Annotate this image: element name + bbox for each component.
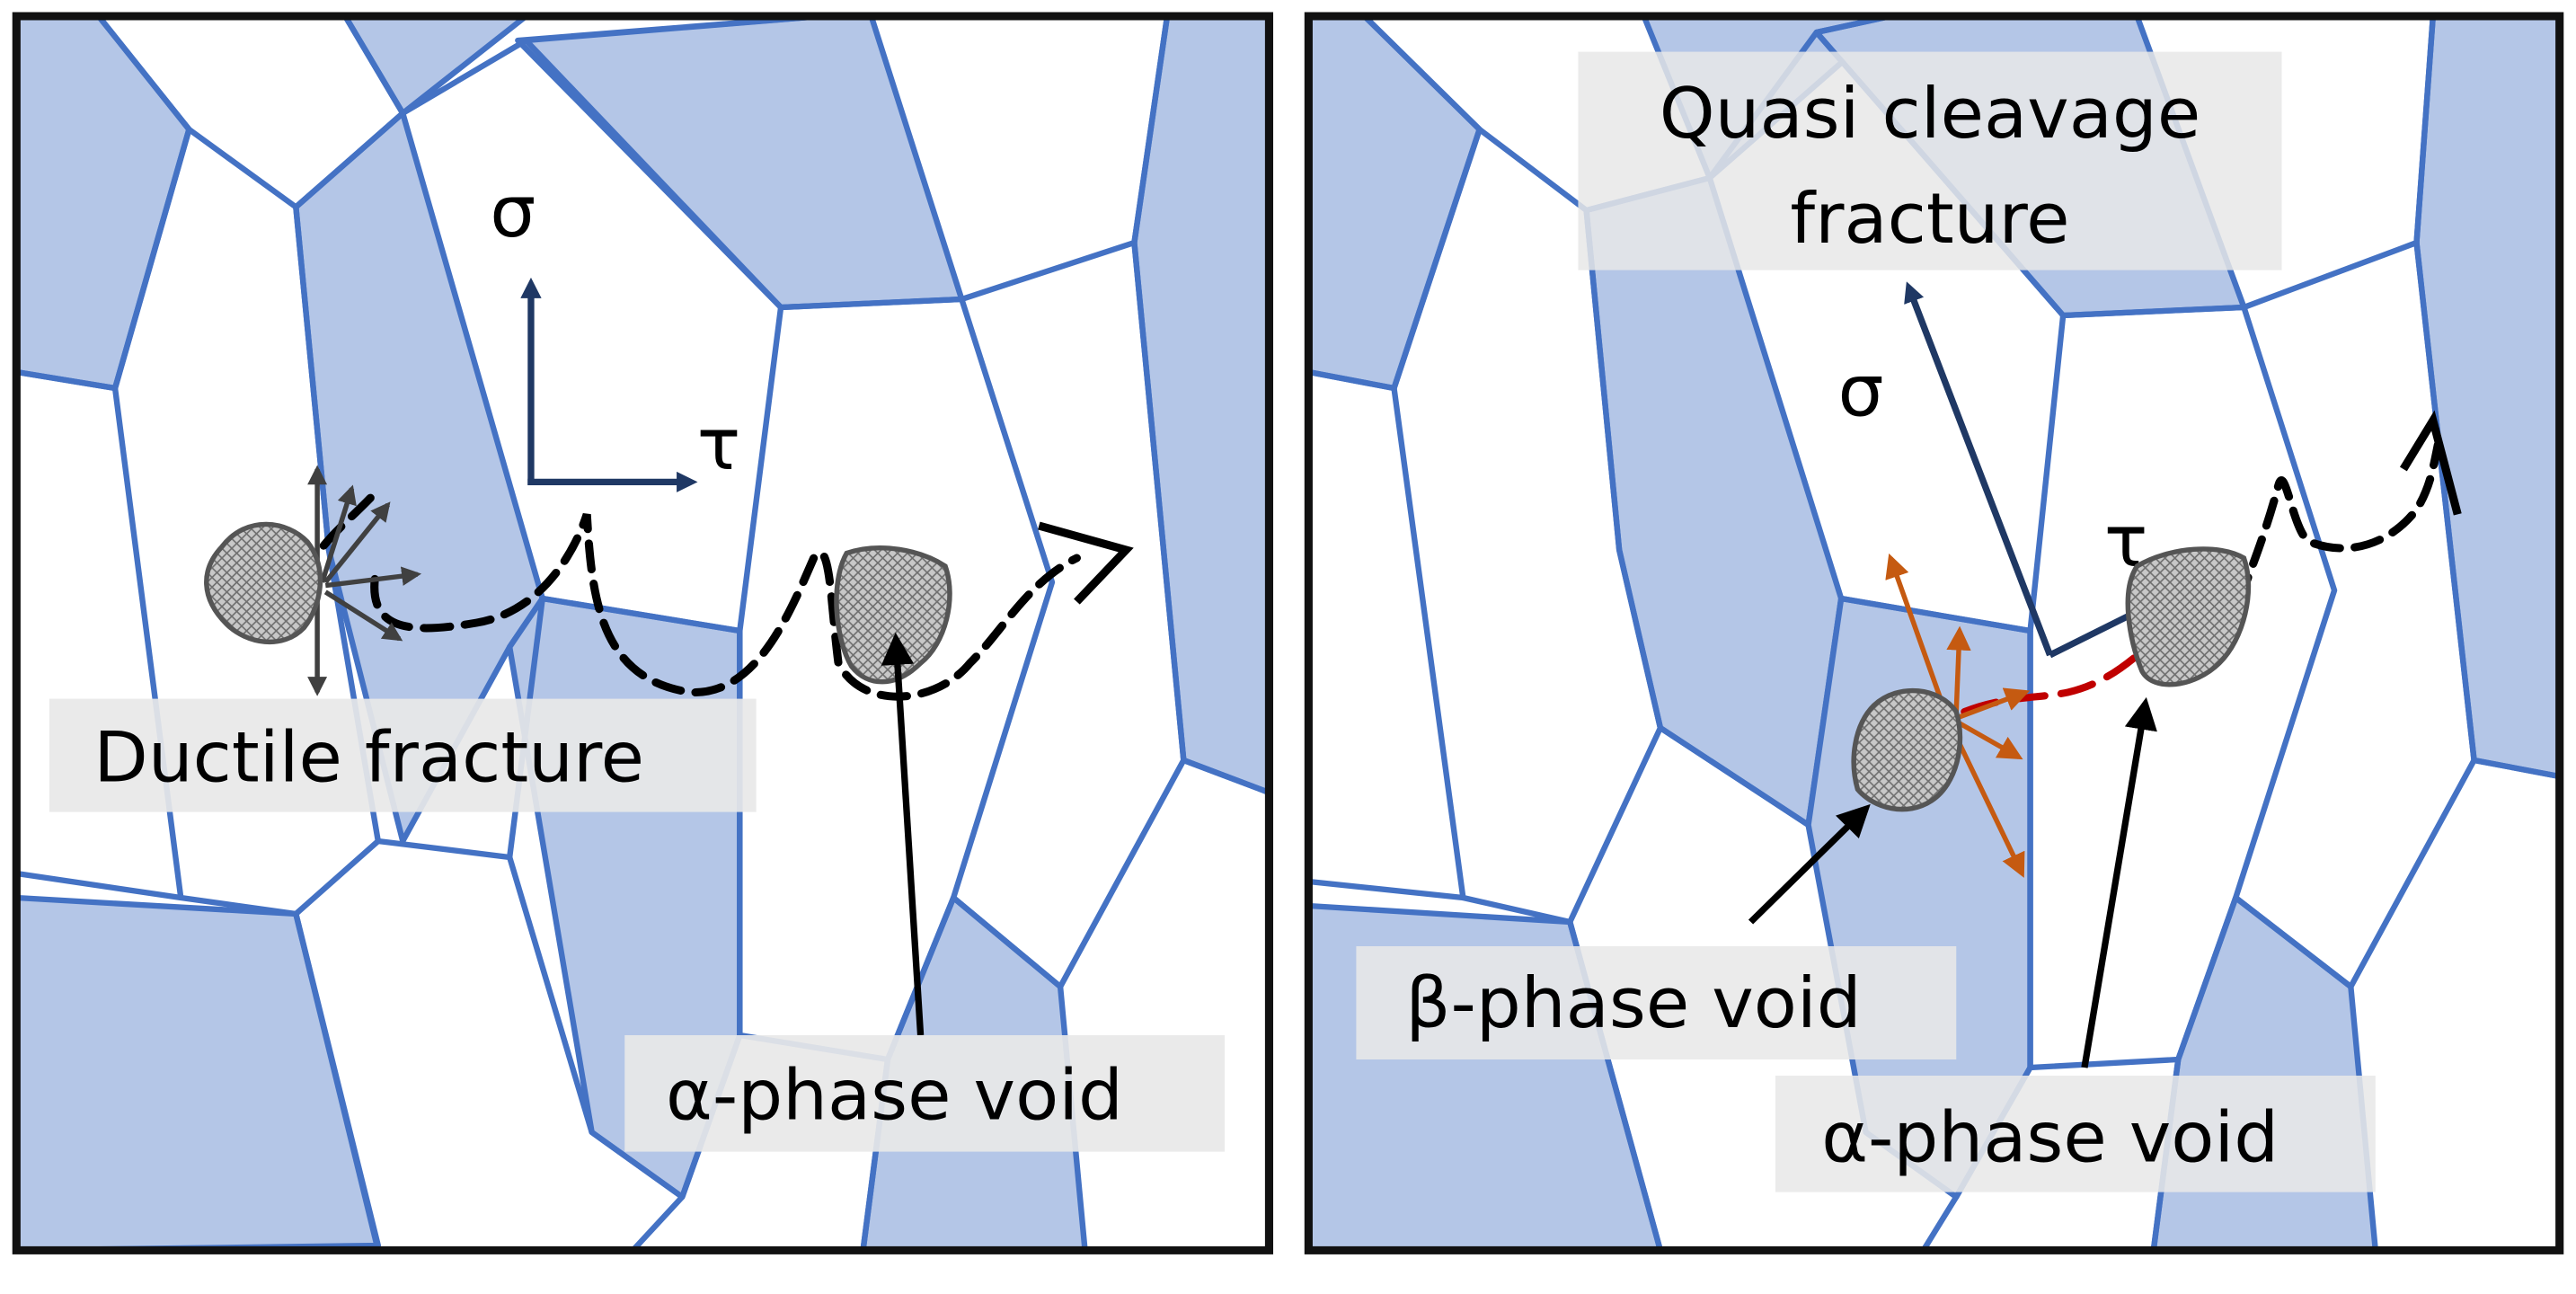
right-slip-arrows — [1885, 553, 2031, 878]
quasi-cleavage-label-box: Quasi cleavage fracture — [1578, 51, 2282, 270]
ductile-label-box: Ductile fracture — [49, 698, 757, 812]
beta-phase-void-label: β-phase void — [1405, 964, 1861, 1044]
quasi-cleavage-label-line1: Quasi cleavage — [1660, 75, 2201, 155]
left-alpha-label-box: α-phase void — [624, 1035, 1226, 1152]
right-sigma-label: σ — [1838, 350, 1884, 432]
ductile-fracture-label: Ductile fracture — [93, 718, 644, 798]
left-panel: σ τ Ductile fracture α-phase void — [12, 12, 1274, 1254]
right-sigma-arrow — [1904, 281, 2053, 657]
right-alpha-label-box: α-phase void — [1775, 1076, 2376, 1192]
right-panel: Quasi cleavage fracture σ τ — [1304, 12, 2564, 1254]
beta-label-box: β-phase void — [1356, 946, 1957, 1059]
right-alpha-pointer-arrow — [2081, 696, 2157, 1068]
right-beta-pointer-arrow — [1748, 803, 1871, 925]
right-alpha-void-particle-icon — [2125, 546, 2252, 687]
right-panel-frame — [1304, 12, 2564, 1254]
right-red-crack-path — [1961, 640, 2155, 716]
left-void-particle-icon — [204, 521, 323, 645]
left-tau-label: τ — [697, 403, 740, 486]
left-sigma-label: σ — [490, 170, 536, 253]
right-crack-path — [2235, 440, 2442, 607]
right-alpha-phase-void-label: α-phase void — [1821, 1098, 2279, 1178]
left-alpha-pointer-arrow — [881, 632, 925, 1036]
left-crack-arrowhead — [1038, 521, 1134, 605]
left-alpha-phase-void-label: α-phase void — [666, 1056, 1123, 1136]
left-stress-axes: σ τ — [490, 170, 740, 492]
right-beta-void-particle-icon — [1851, 687, 1963, 812]
quasi-cleavage-label-line2: fracture — [1790, 180, 2069, 260]
left-panel-frame — [12, 12, 1274, 1254]
left-alpha-void-particle-icon — [834, 545, 952, 685]
right-crack-arrowhead — [2399, 410, 2462, 516]
